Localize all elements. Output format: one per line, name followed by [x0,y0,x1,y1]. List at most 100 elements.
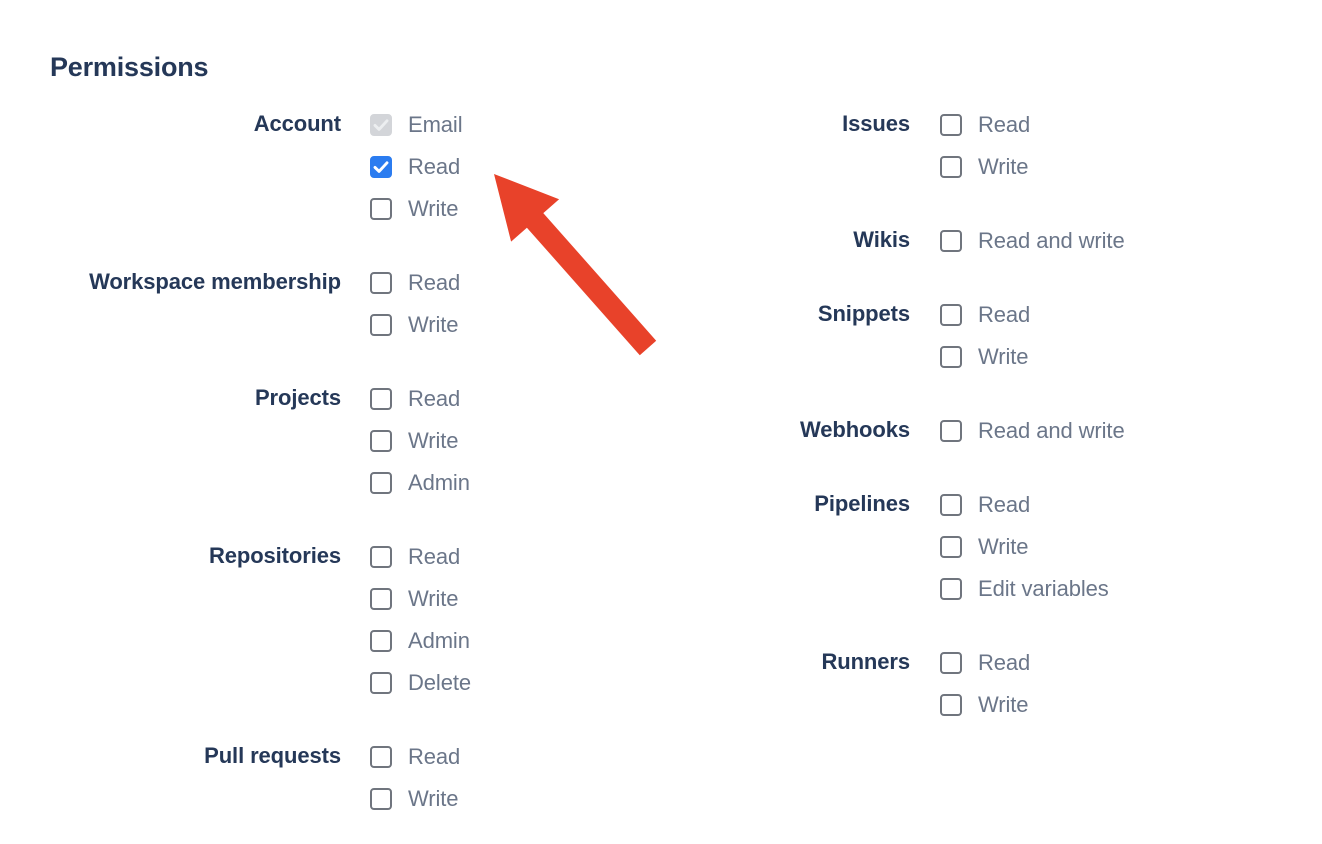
checkbox-snippets-write[interactable] [940,346,962,368]
permission-option-row[interactable]: Write [370,188,463,230]
permission-group-label: Pull requests [204,743,341,768]
checkbox-projects-read[interactable] [370,388,392,410]
permission-option-row[interactable]: Write [940,684,1030,726]
permission-group-label: Repositories [208,543,341,568]
permission-option-row[interactable]: Write [940,526,1109,568]
permission-option-label: Read and write [978,418,1125,443]
checkbox-projects-write[interactable] [370,430,392,452]
permission-option-label: Write [978,344,1029,369]
checkbox-issues-read[interactable] [940,114,962,136]
permission-option-row[interactable]: Read [370,146,463,188]
permission-option-label: Read and write [978,228,1125,253]
checkbox-repositories-delete[interactable] [370,672,392,694]
permission-group-label: Workspace membership [89,269,341,294]
checkbox-runners-read[interactable] [940,652,962,674]
permission-option-label: Read [978,302,1031,327]
permission-option-label: Write [408,786,459,811]
checkbox-pipelines-edit-variables[interactable] [940,578,962,600]
checkbox-workspace-membership-read[interactable] [370,272,392,294]
checkbox-account-write[interactable] [370,198,392,220]
permission-option-label: Read [978,112,1031,137]
permission-option-row[interactable]: Write [940,336,1030,378]
checkbox-account-email [370,114,392,136]
checkbox-repositories-write[interactable] [370,588,392,610]
permission-group-label: Issues [842,111,910,136]
permission-option-label: Write [978,534,1029,559]
permission-option-label: Write [408,428,459,453]
permission-group-label: Webhooks [799,417,910,442]
permission-option-row[interactable]: Read [940,104,1030,146]
permission-option-row[interactable]: Read [370,378,470,420]
permission-option-label: Admin [408,628,470,653]
checkbox-repositories-admin[interactable] [370,630,392,652]
checkbox-runners-write[interactable] [940,694,962,716]
permission-option-label: Write [978,692,1029,717]
checkbox-wikis-read-and-write[interactable] [940,230,962,252]
checkbox-projects-admin[interactable] [370,472,392,494]
permission-option-row[interactable]: Read and write [940,410,1125,452]
checkbox-account-read[interactable] [370,156,392,178]
permission-option-row[interactable]: Read and write [940,220,1125,262]
permission-group-label: Wikis [853,227,910,252]
permission-option-row[interactable]: Read [940,294,1030,336]
permission-group-label: Projects [254,385,341,410]
permission-option-label: Delete [408,670,471,695]
permission-option-label: Write [408,312,459,337]
permission-option-row[interactable]: Write [370,778,460,820]
checkbox-webhooks-read-and-write[interactable] [940,420,962,442]
checkbox-repositories-read[interactable] [370,546,392,568]
permission-option-row[interactable]: Admin [370,462,470,504]
permission-group-wikis: Wikis Read and write [660,220,1322,262]
permission-option-row[interactable]: Write [370,578,471,620]
permission-option-label: Write [408,196,459,221]
permission-option-label: Write [978,154,1029,179]
permission-option-label: Read [408,154,461,179]
permission-option-label: Write [408,586,459,611]
permission-option-row[interactable]: Read [370,536,471,578]
checkbox-issues-write[interactable] [940,156,962,178]
permission-options: Read and write [940,220,1125,262]
permission-option-label: Admin [408,470,470,495]
permission-option-row[interactable]: Admin [370,620,471,662]
permission-option-label: Read [408,744,461,769]
permission-options: Read and write [940,410,1125,452]
permission-group-label: Pipelines [814,491,910,516]
permission-group-label: Account [253,111,341,136]
checkbox-pull-requests-write[interactable] [370,788,392,810]
checkbox-pull-requests-read[interactable] [370,746,392,768]
permission-option-row[interactable]: Edit variables [940,568,1109,610]
checkbox-pipelines-read[interactable] [940,494,962,516]
permission-option-row[interactable]: Read [370,736,460,778]
permission-option-label: Email [408,112,463,137]
checkbox-workspace-membership-write[interactable] [370,314,392,336]
permission-option-row[interactable]: Write [940,146,1030,188]
checkbox-snippets-read[interactable] [940,304,962,326]
permission-option-row[interactable]: Read [370,262,460,304]
permission-option-row[interactable]: Write [370,420,470,462]
permission-option-row[interactable]: Read [940,642,1030,684]
permission-option-row[interactable]: Delete [370,662,471,704]
permission-option-row[interactable]: Email [370,104,463,146]
permission-option-label: Read [408,386,461,411]
permission-option-row[interactable]: Read [940,484,1109,526]
permission-option-label: Read [978,492,1031,517]
permission-option-row[interactable]: Write [370,304,460,346]
permission-group-webhooks: Webhooks Read and write [660,410,1322,452]
checkbox-pipelines-write[interactable] [940,536,962,558]
